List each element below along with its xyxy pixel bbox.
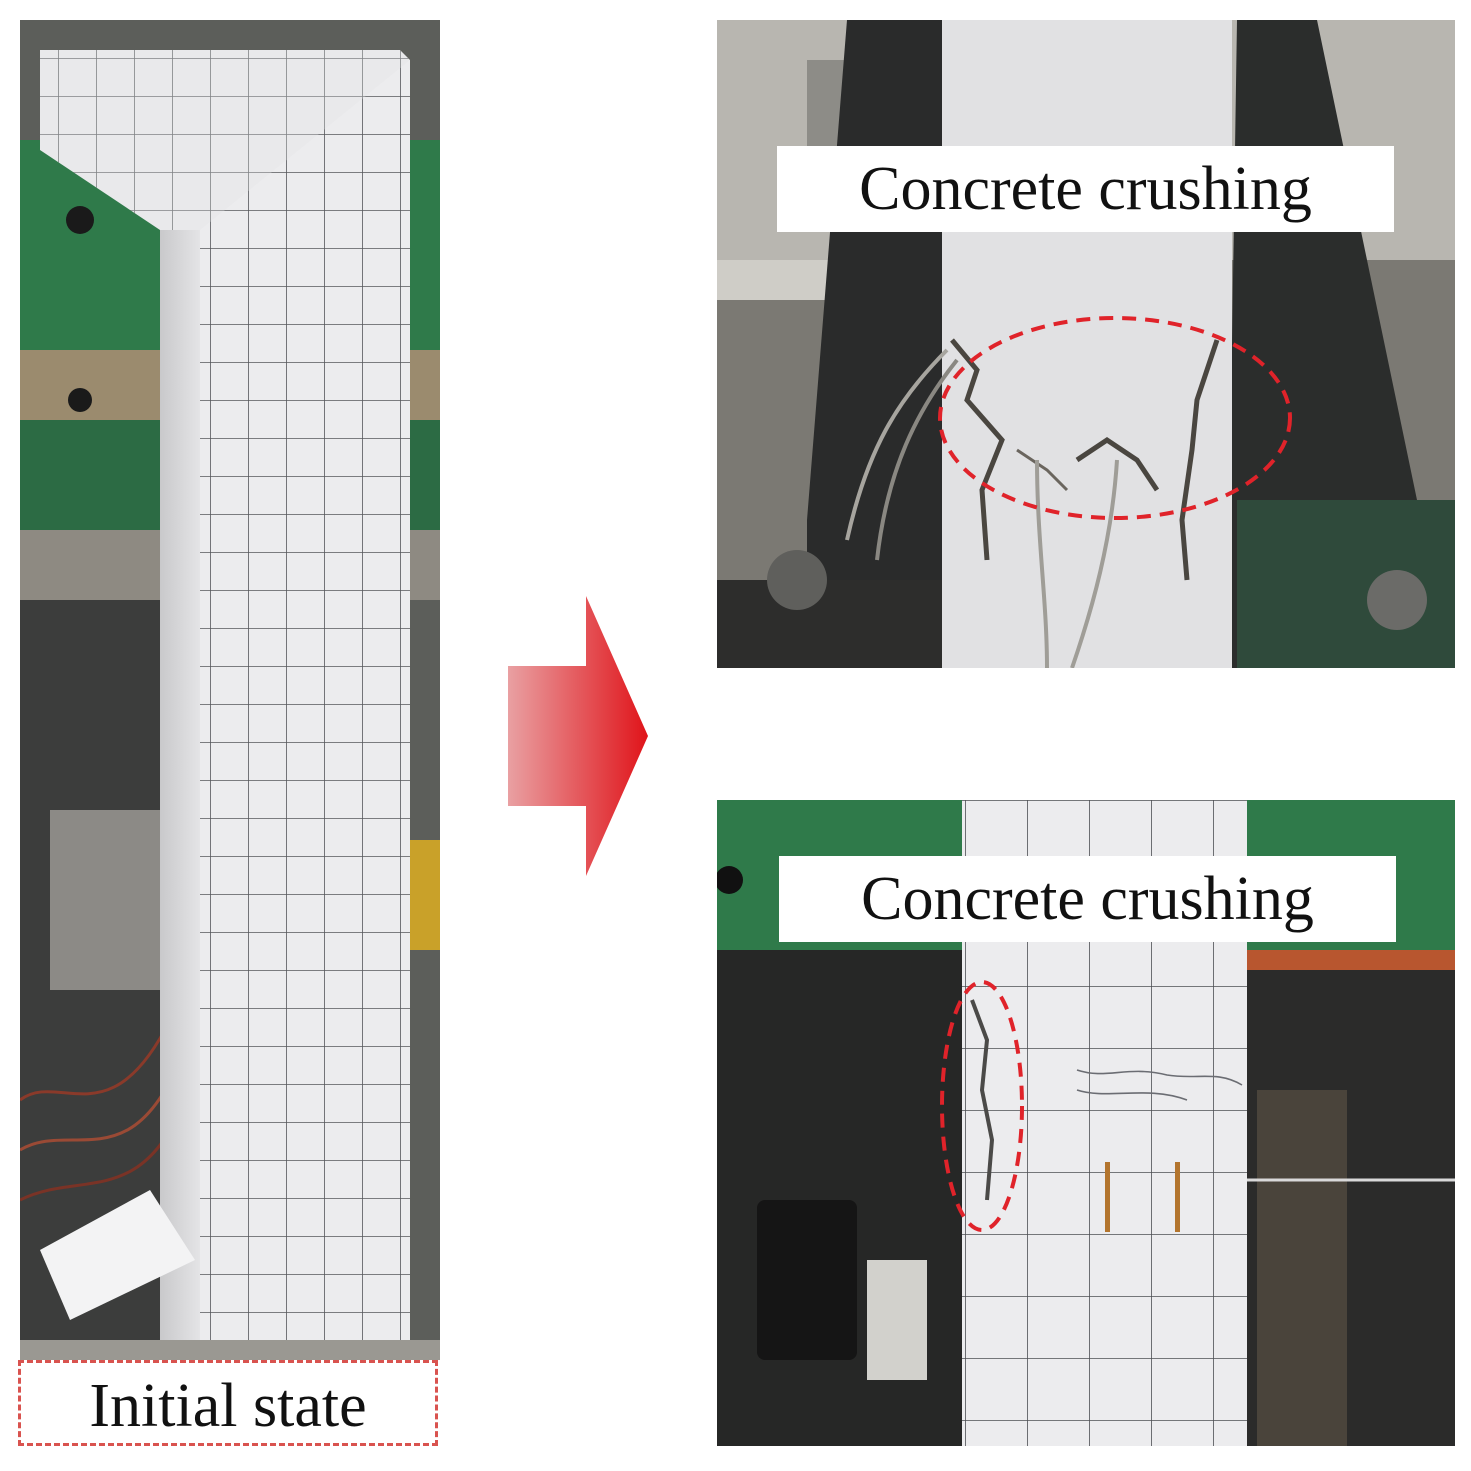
progression-arrow	[508, 596, 648, 876]
concrete-crushing-label-bottom: Concrete crushing	[779, 856, 1396, 942]
initial-specimen-photo	[20, 20, 440, 1360]
crushing-photo-top	[717, 20, 1455, 668]
concrete-crushing-label-top: Concrete crushing	[777, 146, 1394, 232]
initial-state-label: Initial state	[18, 1360, 438, 1446]
